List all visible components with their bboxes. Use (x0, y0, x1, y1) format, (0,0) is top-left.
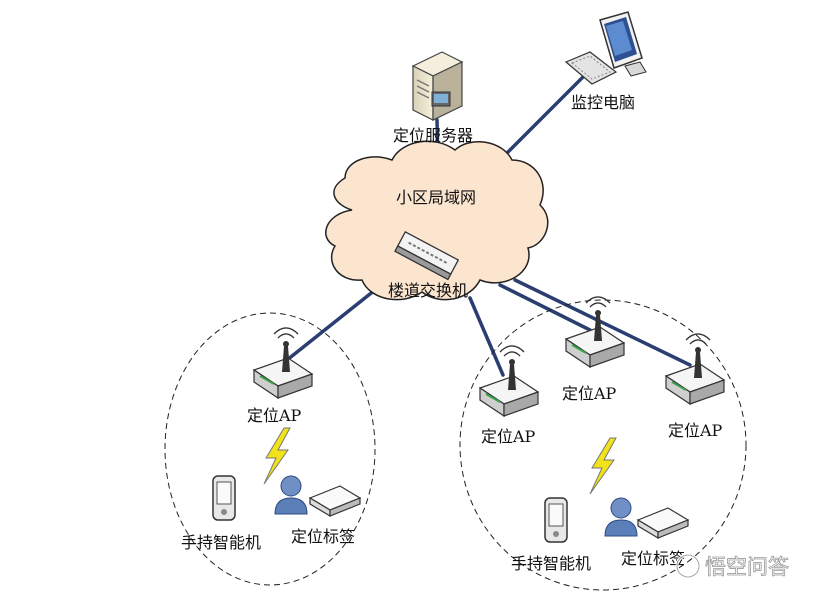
link-switch-ap-left (285, 288, 377, 362)
ap-right-icon (665, 333, 725, 405)
ap-mid-left-icon (479, 345, 539, 417)
lan-cloud (325, 140, 549, 301)
handheld-left-icon (212, 475, 236, 521)
label-monitor-pc: 监控电脑 (571, 93, 635, 112)
floor-switch-icon (394, 230, 460, 281)
label-ap-left: 定位AP (247, 406, 302, 425)
tag-left-icon (309, 485, 361, 517)
label-handheld-right: 手持智能机 (511, 554, 591, 573)
label-switch: 楼道交换机 (388, 281, 468, 300)
label-ap-mid-left: 定位AP (481, 427, 536, 446)
label-ap-right: 定位AP (668, 421, 723, 440)
person-left-icon (274, 475, 308, 515)
person-right-icon (604, 497, 638, 537)
label-ap-mid-top: 定位AP (562, 384, 617, 403)
label-handheld-left: 手持智能机 (181, 533, 261, 552)
link-switch-ap-mid-top (498, 283, 592, 332)
wireless-signal-right-icon (589, 437, 617, 495)
link-monitor-cloud (498, 68, 592, 162)
ap-left-icon (253, 327, 313, 399)
link-switch-ap-right (513, 278, 692, 367)
label-lan: 小区局域网 (396, 188, 476, 207)
network-links (285, 68, 692, 377)
handheld-right-icon (544, 497, 568, 543)
server-icon (411, 51, 464, 121)
wireless-signal-left-icon (263, 427, 291, 485)
coverage-zone-right (459, 299, 747, 591)
coverage-zone-left (164, 312, 376, 586)
tag-right-icon (637, 507, 689, 539)
watermark-text: 悟空问答 (705, 555, 789, 579)
label-tag-left: 定位标签 (291, 527, 355, 546)
label-positioning-server: 定位服务器 (393, 126, 473, 145)
monitor-computer-icon (564, 11, 647, 85)
label-tag-right: 定位标签 (621, 549, 685, 568)
labels: 定位服务器 监控电脑 小区局域网 楼道交换机 定位AP 定位AP 定位AP 定位… (181, 93, 723, 573)
link-switch-ap-mid-left (468, 296, 505, 377)
watermark: 悟空问答 (675, 553, 789, 579)
